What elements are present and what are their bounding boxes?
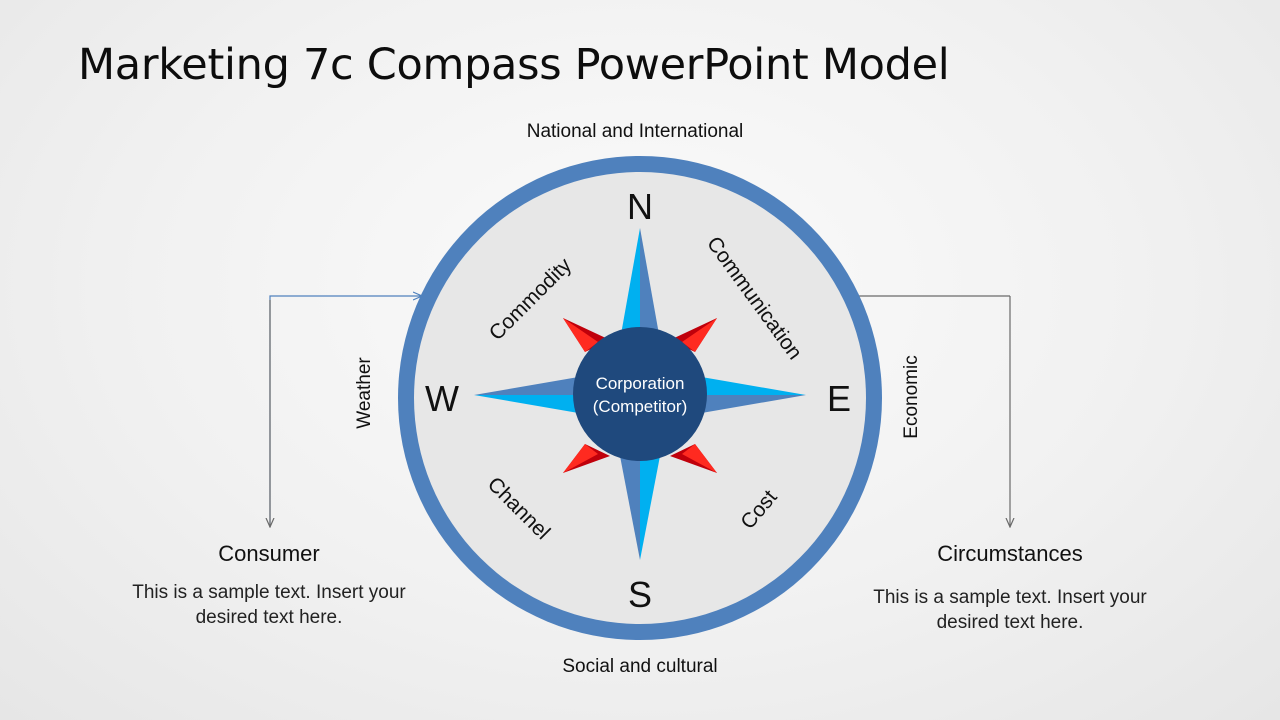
outer-label-bottom: Social and cultural (562, 656, 718, 677)
hub-label-line2: (Competitor) (593, 397, 687, 416)
compass-hub (573, 327, 707, 461)
direction-west: W (425, 378, 459, 419)
compass-star (474, 228, 806, 560)
outer-label-right: Economic (901, 355, 922, 439)
direction-east: E (827, 378, 851, 419)
outer-label-left: Weather (354, 357, 375, 429)
outer-label-top: National and International (526, 121, 744, 142)
circumstances-description: This is a sample text. Insert your desir… (873, 587, 1147, 633)
direction-south: S (628, 574, 652, 615)
direction-north: N (627, 186, 653, 227)
slide-title: Marketing 7c Compass PowerPoint Model (78, 40, 950, 90)
consumer-heading: Consumer (218, 541, 320, 566)
circumstances-heading: Circumstances (937, 541, 1083, 566)
consumer-description: This is a sample text. Insert your desir… (132, 582, 406, 628)
hub-label-line1: Corporation (596, 374, 685, 393)
